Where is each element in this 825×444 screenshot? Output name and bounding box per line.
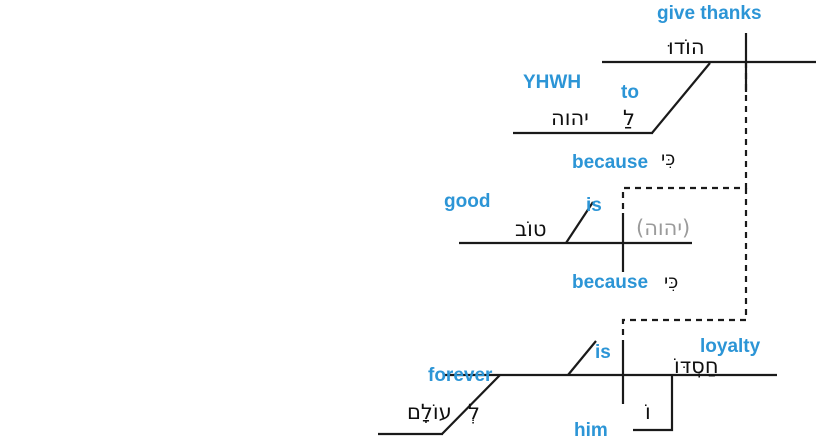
gloss-forever: forever bbox=[428, 365, 493, 386]
gloss-good: good bbox=[444, 191, 491, 212]
hebrew-ki-1: כִּי bbox=[661, 148, 676, 170]
copula-slant-is-2 bbox=[567, 340, 597, 376]
gloss-him: him bbox=[574, 420, 608, 441]
gloss-is-2: is bbox=[595, 342, 611, 363]
hebrew-la: לַ bbox=[623, 106, 635, 130]
hebrew-hasdo: חַסְדּוֹ bbox=[674, 354, 719, 378]
gloss-because-2: because bbox=[572, 272, 649, 293]
hebrew-yhwh-elided: (יהוה) bbox=[636, 216, 691, 240]
hebrew-o-suffix: וֹ bbox=[645, 400, 651, 424]
hebrew-ki-2: כִּי bbox=[664, 271, 679, 293]
hebrew-le: לְ bbox=[468, 400, 480, 424]
gloss-give-thanks: give thanks bbox=[657, 3, 762, 24]
hebrew-olam: עוֹלָם bbox=[407, 400, 452, 424]
hebrew-tov: טוֹב bbox=[515, 217, 547, 241]
copula-slant-is-1 bbox=[565, 201, 594, 244]
preposition-slant-to bbox=[651, 62, 711, 134]
dashed-connector-reason-2 bbox=[621, 188, 748, 345]
gloss-loyalty: loyalty bbox=[700, 336, 761, 357]
hebrew-yhwh: יהוה bbox=[551, 106, 589, 130]
preposition-slant-forever bbox=[441, 374, 501, 435]
dashed-connector-reason-1 bbox=[621, 62, 748, 213]
gloss-because-1: because bbox=[572, 152, 649, 173]
pronominal-suffix-bracket bbox=[633, 376, 674, 432]
hebrew-hodu: הוֹדוּ bbox=[668, 35, 705, 59]
gloss-yhwh: YHWH bbox=[523, 72, 582, 93]
gloss-to: to bbox=[621, 82, 639, 103]
gloss-is-1: is bbox=[586, 195, 602, 216]
